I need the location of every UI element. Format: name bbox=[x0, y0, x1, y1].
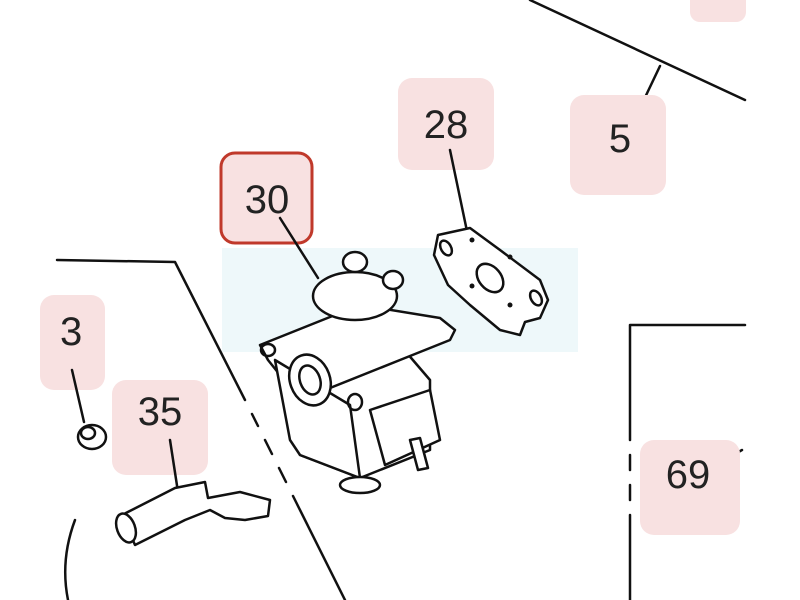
callout-label: 35 bbox=[138, 390, 183, 434]
callout-28[interactable]: 28 bbox=[398, 78, 494, 170]
callout-label: 5 bbox=[609, 117, 631, 161]
fitting-part[interactable] bbox=[112, 480, 272, 547]
callout-5-top-right-partial[interactable] bbox=[690, 0, 746, 22]
callout-label: 69 bbox=[666, 453, 711, 497]
callout-3[interactable]: 3 bbox=[40, 295, 105, 390]
callout-69[interactable]: 69 bbox=[640, 440, 740, 535]
callout-5[interactable]: 5 bbox=[570, 95, 666, 195]
callout-30-selected[interactable]: 30 bbox=[219, 151, 314, 245]
callout-35[interactable]: 35 bbox=[112, 380, 208, 475]
callout-label: 28 bbox=[424, 103, 469, 147]
callout-label: 3 bbox=[60, 310, 82, 354]
nut-part[interactable] bbox=[76, 423, 108, 451]
callout-label: 30 bbox=[245, 178, 290, 222]
frame-lines bbox=[55, 0, 747, 600]
gasket-part[interactable] bbox=[432, 226, 550, 337]
carburetor-part[interactable] bbox=[258, 250, 457, 495]
